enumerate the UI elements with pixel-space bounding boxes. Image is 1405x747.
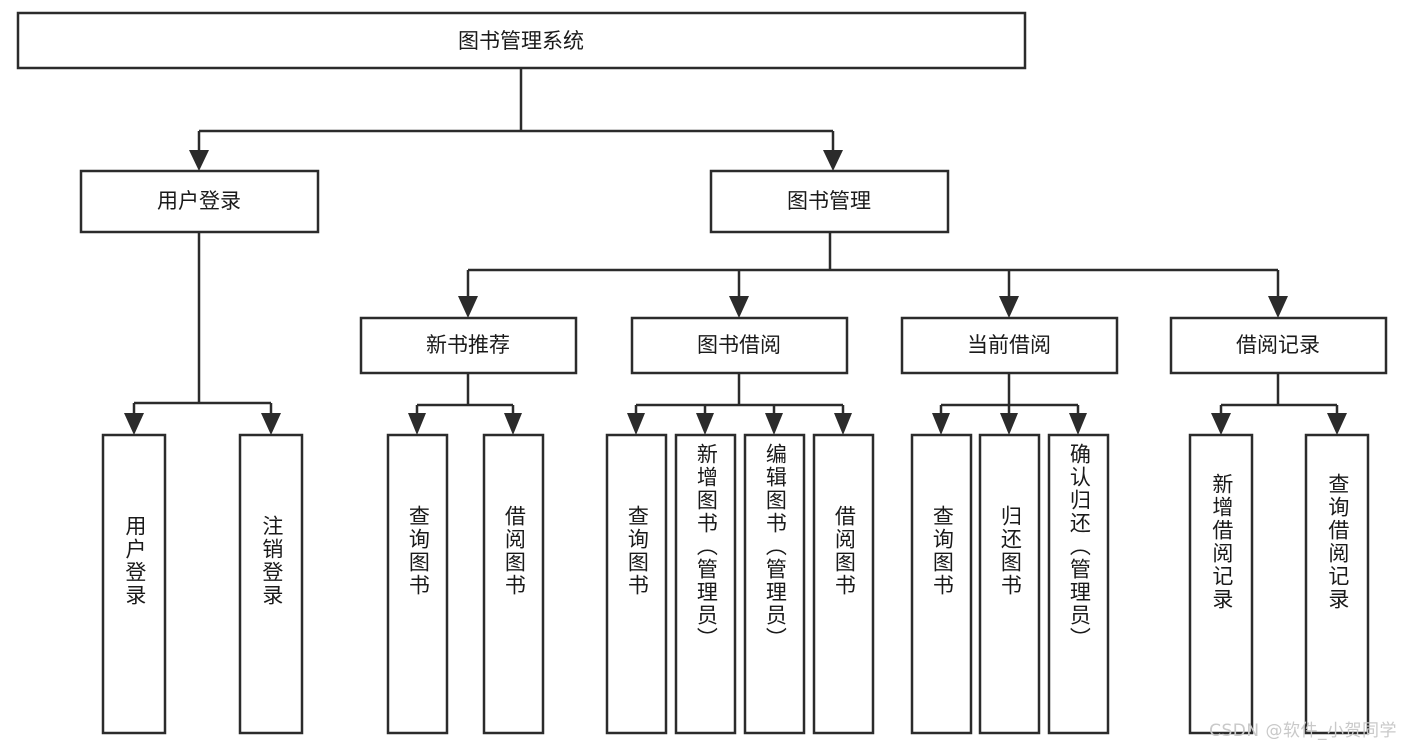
leaf-box-borrow-records-1[interactable]	[1188, 433, 1254, 735]
arrowhead-newbook-leaf2	[504, 413, 522, 435]
node-root-label: 图书管理系统	[458, 29, 584, 53]
node-book-management-box[interactable]	[709, 169, 950, 234]
leaf-box-book-borrow-2[interactable]	[674, 433, 737, 735]
node-new-book-recommend-label: 新书推荐	[426, 333, 510, 357]
node-current-borrow[interactable]: 当前借阅	[900, 316, 1119, 375]
arrowhead-newbook-leaf1	[408, 413, 426, 435]
leaf-box-book-borrow-3[interactable]	[743, 433, 806, 735]
leaf-box-book-borrow-1[interactable]	[605, 433, 668, 735]
arrowhead-l3-3	[999, 296, 1019, 318]
arrowhead-bookborrow-leaf1	[627, 413, 645, 435]
arrowhead-l3-1	[458, 296, 478, 318]
arrowhead-userlogin-leaf2	[261, 413, 281, 435]
node-book-borrow[interactable]: 图书借阅	[630, 316, 849, 375]
leaf-box-current-borrow-2[interactable]	[978, 433, 1041, 735]
arrowhead-root-to-book-mgmt	[823, 150, 843, 171]
leaf-box-book-borrow-4[interactable]	[812, 433, 875, 735]
node-borrow-records-box[interactable]	[1169, 316, 1388, 375]
node-new-book-recommend-box[interactable]	[359, 316, 578, 375]
leaf-box-new-book-2[interactable]	[482, 433, 545, 735]
leaf-box-current-borrow-1[interactable]	[910, 433, 973, 735]
arrowhead-bookborrow-leaf2	[696, 413, 714, 435]
connectors	[124, 68, 1347, 435]
node-current-borrow-label: 当前借阅	[967, 333, 1051, 357]
arrowhead-currentborrow-leaf2	[1000, 413, 1018, 435]
node-book-management-label: 图书管理	[787, 189, 871, 213]
leaf-box-borrow-records-2[interactable]	[1304, 433, 1370, 735]
node-new-book-recommend[interactable]: 新书推荐	[359, 316, 578, 375]
arrowhead-bookborrow-leaf4	[834, 413, 852, 435]
arrowhead-currentborrow-leaf3	[1069, 413, 1087, 435]
arrowhead-l3-4	[1268, 296, 1288, 318]
arrowhead-l3-2	[729, 296, 749, 318]
arrowhead-root-to-user-login	[189, 150, 209, 171]
node-book-borrow-box[interactable]	[630, 316, 849, 375]
node-root-box[interactable]	[16, 11, 1027, 70]
node-book-management[interactable]: 图书管理	[709, 169, 950, 234]
node-borrow-records-label: 借阅记录	[1236, 333, 1320, 357]
arrowhead-currentborrow-leaf1	[932, 413, 950, 435]
node-root[interactable]: 图书管理系统	[16, 11, 1027, 70]
leaf-box-user-login-1[interactable]	[101, 433, 167, 735]
node-current-borrow-box[interactable]	[900, 316, 1119, 375]
leaf-box-current-borrow-3[interactable]	[1047, 433, 1110, 735]
node-borrow-records[interactable]: 借阅记录	[1169, 316, 1388, 375]
arrowhead-borrowrecord-leaf1	[1211, 413, 1231, 435]
leaf-box-user-login-2[interactable]	[238, 433, 304, 735]
leaf-box-new-book-1[interactable]	[386, 433, 449, 735]
node-user-login[interactable]: 用户登录	[79, 169, 320, 234]
node-user-login-box[interactable]	[79, 169, 320, 234]
arrowhead-userlogin-leaf1	[124, 413, 144, 435]
arrowhead-borrowrecord-leaf2	[1327, 413, 1347, 435]
node-user-login-label: 用户登录	[157, 189, 241, 213]
arrowhead-bookborrow-leaf3	[765, 413, 783, 435]
node-book-borrow-label: 图书借阅	[697, 333, 781, 357]
